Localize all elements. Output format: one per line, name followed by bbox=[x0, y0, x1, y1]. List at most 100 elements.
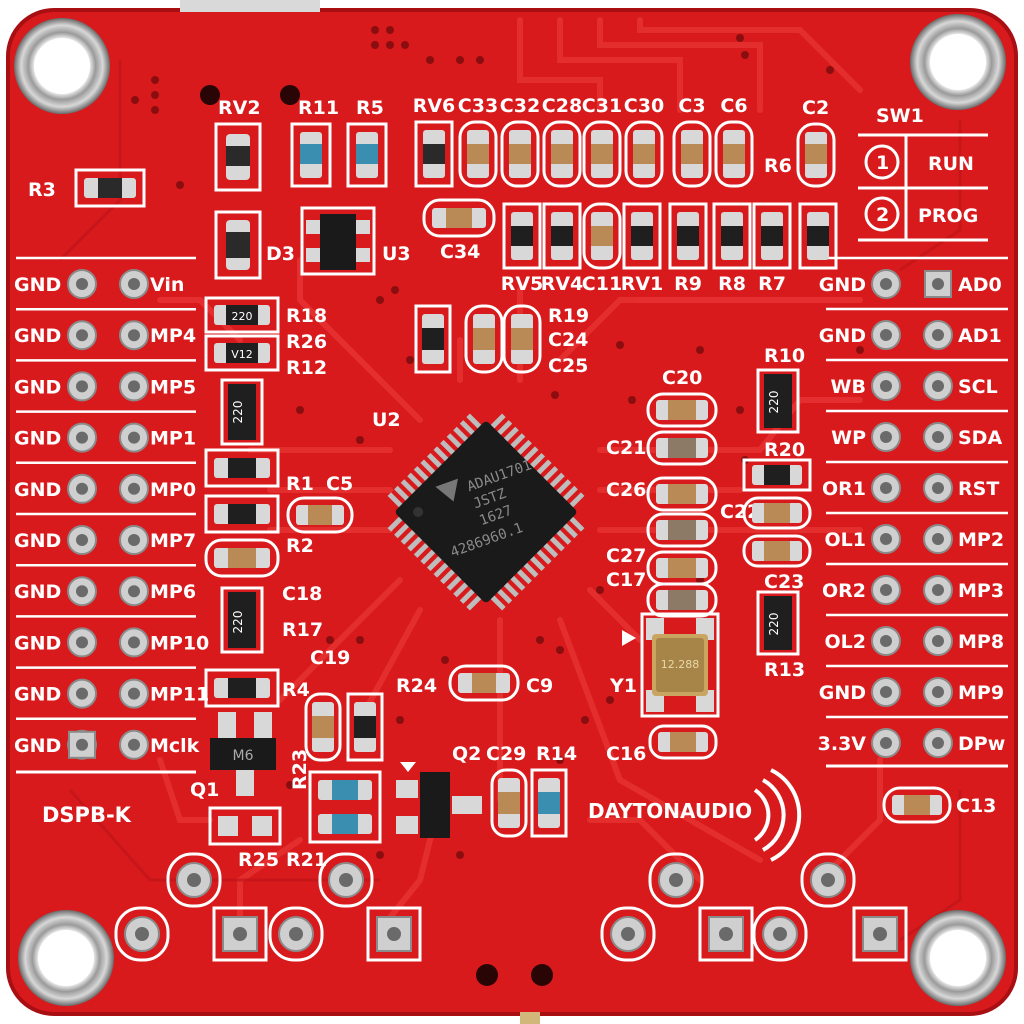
ref-c18: C18 bbox=[282, 583, 322, 605]
resistor-array-left-2: 220 bbox=[220, 586, 264, 654]
r24-component bbox=[346, 692, 384, 762]
top-ref-c6: C6 bbox=[720, 95, 747, 117]
left-gnd-label-4: GND bbox=[14, 479, 61, 501]
ref-c23: C23 bbox=[764, 571, 804, 593]
right-pad-a-7 bbox=[871, 626, 901, 656]
right-left-label-4: OR1 bbox=[822, 478, 866, 500]
ref-c17: C17 bbox=[606, 569, 646, 591]
mounting-hole-bl bbox=[18, 910, 114, 1006]
ref-c21: C21 bbox=[606, 437, 646, 459]
right-pad-b-6 bbox=[923, 575, 953, 605]
ref-u2: U2 bbox=[372, 409, 401, 431]
ref-c5: C5 bbox=[326, 473, 353, 495]
right-pad-b-2 bbox=[923, 371, 953, 401]
right-pad-b-0 bbox=[924, 270, 952, 298]
top-ref-rv6: RV6 bbox=[413, 95, 456, 117]
ref-r19: R19 bbox=[548, 305, 589, 327]
brand-text: DAYTONAUDIO bbox=[588, 799, 752, 823]
ref-c9: C9 bbox=[526, 675, 553, 697]
ref-c2: C2 bbox=[802, 97, 829, 119]
left-sig-label-5: MP7 bbox=[150, 530, 196, 552]
ref-r12: R12 bbox=[286, 357, 327, 379]
bottom-pad-upper-1 bbox=[318, 852, 374, 908]
left-pad-gnd-4 bbox=[67, 473, 97, 504]
right-capacitor-column bbox=[646, 392, 718, 618]
sw1-ref: SW1 bbox=[876, 105, 924, 127]
top-ref-c3: C3 bbox=[678, 95, 705, 117]
r14-component bbox=[530, 768, 568, 838]
ref-r11: R11 bbox=[298, 97, 339, 119]
r13-array: 220 bbox=[756, 590, 800, 656]
ref-r1: R1 bbox=[286, 473, 314, 495]
r10-marking: 220 bbox=[767, 391, 781, 414]
right-pad-a-5 bbox=[871, 524, 901, 554]
right-cap-3 bbox=[646, 512, 718, 548]
bottom-pad-lower-2 bbox=[268, 906, 324, 962]
left-sig-label-0: Vin bbox=[150, 274, 184, 296]
c34-component bbox=[422, 198, 496, 238]
switch-sw1-legend: SW1 1 2 RUN PROG bbox=[858, 105, 988, 242]
left-pad-sig-8 bbox=[119, 678, 149, 709]
mid-ref-rv5: RV5 bbox=[501, 273, 544, 295]
resistor-left-3 bbox=[204, 494, 280, 534]
left-pad-gnd-8 bbox=[67, 678, 97, 709]
right-cap-4 bbox=[646, 550, 718, 586]
top-part-c31 bbox=[582, 120, 622, 188]
right-pad-a-1 bbox=[871, 320, 901, 350]
d3-component bbox=[214, 210, 262, 280]
board-name: DSPB-K bbox=[42, 803, 132, 827]
right-left-label-2: WB bbox=[831, 376, 866, 398]
left-pad-sig-3 bbox=[119, 422, 149, 453]
mid-ref-r7: R7 bbox=[758, 273, 786, 295]
left-gnd-label-9: GND bbox=[14, 735, 61, 757]
right-right-label-3: SDA bbox=[958, 427, 1002, 449]
right-left-label-3: WP bbox=[831, 427, 866, 449]
mid-ref-rv4: RV4 bbox=[541, 273, 584, 295]
left-pad-gnd-1 bbox=[67, 320, 97, 351]
ref-u3: U3 bbox=[382, 243, 411, 265]
right-left-label-1: GND bbox=[819, 325, 866, 347]
left-gnd-label-3: GND bbox=[14, 428, 61, 450]
right-right-label-2: SCL bbox=[958, 376, 998, 398]
c22-b bbox=[742, 534, 812, 568]
top-part-c30 bbox=[624, 120, 664, 188]
ref-r6: R6 bbox=[764, 155, 792, 177]
sw1-prog-label: PROG bbox=[918, 205, 978, 227]
ref-r4: R4 bbox=[282, 679, 310, 701]
left-gnd-label-1: GND bbox=[14, 325, 61, 347]
left-pad-sig-0 bbox=[119, 269, 149, 299]
mid-part-rv1 bbox=[622, 202, 662, 270]
bottom-through-hole-pads bbox=[114, 852, 908, 962]
array1-marking: 220 bbox=[231, 401, 245, 424]
right-left-label-9: 3.3V bbox=[818, 733, 867, 755]
c18-component bbox=[204, 538, 280, 578]
r21-pair bbox=[308, 770, 382, 844]
right-cap-2 bbox=[646, 476, 718, 512]
ref-y1: Y1 bbox=[609, 675, 637, 697]
ref-c13: C13 bbox=[956, 795, 996, 817]
mid-part-r9 bbox=[668, 202, 708, 270]
left-pad-sig-6 bbox=[119, 576, 149, 607]
right-right-label-4: RST bbox=[958, 478, 999, 500]
left-gnd-label-6: GND bbox=[14, 581, 61, 603]
mid-ref-r9: R9 bbox=[674, 273, 702, 295]
left-gnd-label-2: GND bbox=[14, 376, 61, 398]
left-pad-sig-9 bbox=[119, 729, 149, 760]
bottom-pad-lower-3 bbox=[366, 906, 422, 962]
sw1-opt1-num: 1 bbox=[876, 152, 889, 174]
r18-marking: 220 bbox=[232, 310, 253, 323]
mid-ref-r8: R8 bbox=[718, 273, 746, 295]
ref-c26: C26 bbox=[606, 479, 646, 501]
right-pad-b-5 bbox=[923, 524, 953, 554]
sw1-opt2-num: 2 bbox=[876, 204, 889, 226]
ref-r10: R10 bbox=[764, 345, 805, 367]
right-pad-a-0 bbox=[871, 269, 901, 299]
c22-a bbox=[742, 496, 812, 530]
bottom-pad-upper-0 bbox=[166, 852, 222, 908]
left-sig-label-4: MP0 bbox=[150, 479, 196, 501]
ref-r3: R3 bbox=[28, 179, 56, 201]
right-right-label-6: MP3 bbox=[958, 580, 1004, 602]
top-part-c28 bbox=[542, 120, 582, 188]
